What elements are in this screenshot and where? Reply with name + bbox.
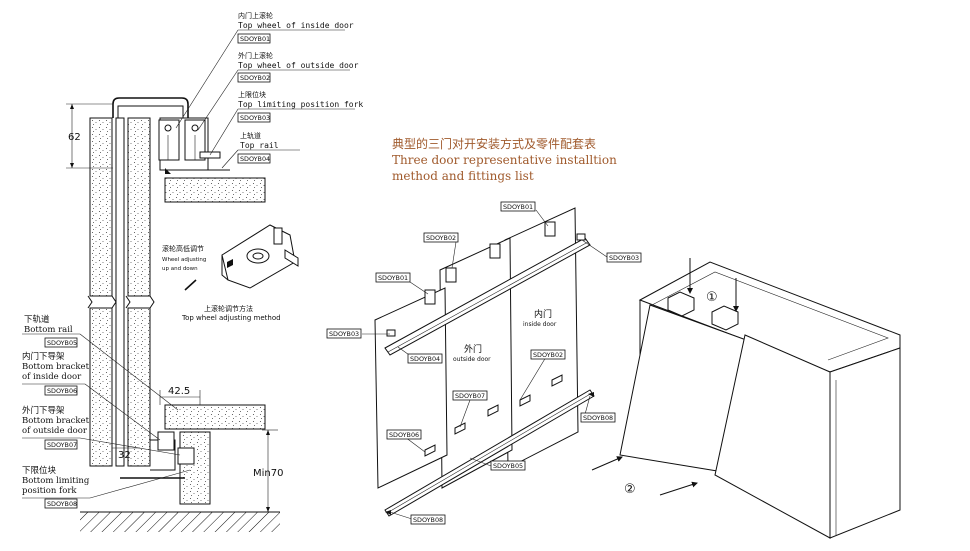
- diagram-title: 典型的三门对开安装方式及零件配套表 Three door representat…: [392, 136, 617, 183]
- exploded-doors-drawing: 外门 outside door 内门 inside door: [362, 207, 608, 520]
- front-door-panel: [374, 287, 448, 489]
- svg-text:上轨道: 上轨道: [240, 131, 261, 140]
- svg-text:SDOYB08: SDOYB08: [413, 516, 443, 524]
- tag-b01: SDOYB01: [500, 201, 536, 212]
- label-top-wheel-outside: 外门上滚轮 Top wheel of outside door SDOYB02: [237, 51, 359, 83]
- wheel-adjust-zh: 滚轮高低调节: [162, 244, 204, 253]
- svg-text:下轨道: 下轨道: [24, 314, 50, 325]
- wheel-adjust-en1: Wheel adjusting: [162, 257, 206, 263]
- svg-text:内门下导架: 内门下导架: [22, 351, 65, 362]
- label-bottom-bracket-outside: 外门下导架 Bottom bracket of outside door SDO…: [22, 405, 90, 450]
- label-top-rail: 上轨道 Top rail SDOYB04: [237, 131, 279, 164]
- code-tag: SDOYB05: [47, 339, 77, 347]
- svg-text:SDOYB01: SDOYB01: [378, 274, 408, 282]
- svg-text:of inside door: of inside door: [22, 372, 82, 382]
- tag-b08b: SDOYB08: [410, 514, 446, 525]
- svg-text:Top rail: Top rail: [240, 141, 279, 150]
- floor-hatch: [80, 512, 280, 532]
- svg-text:SDOYB03: SDOYB03: [329, 330, 359, 338]
- svg-text:SDOYB07: SDOYB07: [455, 392, 485, 400]
- title-en-line1: Three door representative installtion: [392, 153, 617, 167]
- svg-text:SDOYB01: SDOYB01: [503, 203, 533, 211]
- tag-b07: SDOYB07: [452, 390, 488, 401]
- outside-door-label-en: outside door: [453, 356, 491, 363]
- inside-door-label-en: inside door: [523, 321, 557, 328]
- wheel-adjust-detail: 滚轮高低调节 Wheel adjusting up and down 上滚轮调节…: [162, 224, 299, 322]
- code-tag: SDOYB06: [47, 387, 77, 395]
- tag-b04: SDOYB04: [407, 353, 443, 364]
- svg-text:Top wheel of inside door: Top wheel of inside door: [238, 21, 354, 30]
- svg-text:SDOYB06: SDOYB06: [389, 431, 419, 439]
- inside-door-label-zh: 内门: [534, 308, 552, 320]
- tag-b02b: SDOYB02: [530, 349, 566, 360]
- svg-text:SDOYB03: SDOYB03: [609, 254, 639, 262]
- svg-text:Bottom bracket: Bottom bracket: [22, 362, 90, 372]
- label-top-wheel-inside: 内门上滚轮 Top wheel of inside door SDOYB01: [237, 11, 354, 44]
- svg-text:SDOYB08: SDOYB08: [583, 414, 613, 422]
- top-rail-profile: [112, 97, 189, 118]
- label-bottom-limiting: 下限位块 Bottom limiting position fork SDOYB…: [22, 465, 90, 509]
- wheel-adjust-method-en: Top wheel adjusting method: [181, 314, 281, 322]
- svg-text:SDOYB02: SDOYB02: [533, 351, 563, 359]
- tag-b06: SDOYB06: [386, 429, 422, 440]
- outside-door-panel: [89, 117, 113, 297]
- dim-32: 32: [118, 450, 131, 461]
- cross-section-drawing: 62 42.5 32 Min70: [22, 29, 355, 532]
- tag-b08r: SDOYB08: [580, 412, 616, 423]
- label-bottom-bracket-inside: 内门下导架 Bottom bracket of inside door SDOY…: [22, 351, 90, 396]
- cabinet-door-second: [714, 334, 831, 539]
- tag-b02: SDOYB02: [423, 232, 459, 243]
- code-tag: SDOYB03: [240, 114, 270, 122]
- svg-text:SDOYB02: SDOYB02: [426, 234, 456, 242]
- code-tag: SDOYB08: [47, 500, 77, 508]
- code-tag: SDOYB02: [240, 74, 270, 82]
- step-1-marker: ①: [706, 290, 718, 305]
- svg-text:SDOYB04: SDOYB04: [410, 355, 440, 363]
- svg-text:of outside door: of outside door: [22, 426, 88, 436]
- label-top-limiting: 上限位块 Top limiting position fork SDOYB03: [237, 90, 363, 123]
- tag-b03: SDOYB03: [326, 328, 362, 339]
- title-en-line2: method and fittings list: [392, 169, 534, 183]
- svg-text:Top wheel of outside door: Top wheel of outside door: [238, 61, 359, 70]
- svg-text:Top limiting position fork: Top limiting position fork: [238, 100, 363, 109]
- svg-text:外门下导架: 外门下导架: [22, 405, 65, 416]
- svg-text:Bottom limiting: Bottom limiting: [22, 476, 90, 486]
- inside-door-panel: [127, 117, 151, 297]
- dim-min70: Min70: [253, 468, 283, 479]
- dim-62: 62: [68, 132, 81, 143]
- svg-text:下限位块: 下限位块: [22, 465, 57, 476]
- code-tag: SDOYB07: [47, 441, 77, 449]
- code-tag: SDOYB04: [240, 155, 270, 163]
- svg-text:SDOYB05: SDOYB05: [493, 462, 523, 470]
- step-2-marker: ②: [624, 482, 636, 497]
- code-tag: SDOYB01: [240, 35, 270, 43]
- bottom-shelf: [164, 404, 266, 430]
- cabinet-drawing: ① ②: [591, 258, 901, 539]
- svg-text:内门上滚轮: 内门上滚轮: [238, 11, 273, 20]
- wheel-adjust-method-zh: 上滚轮调节方法: [204, 304, 253, 313]
- wheel-adjust-en2: up and down: [162, 266, 198, 272]
- svg-text:上限位块: 上限位块: [238, 90, 266, 99]
- title-zh: 典型的三门对开安装方式及零件配套表: [392, 136, 596, 151]
- svg-text:外门上滚轮: 外门上滚轮: [238, 51, 273, 60]
- dim-42-5: 42.5: [168, 386, 190, 397]
- tag-b03r: SDOYB03: [606, 252, 642, 263]
- svg-text:Bottom rail: Bottom rail: [24, 325, 73, 335]
- tag-b01b: SDOYB01: [375, 272, 411, 283]
- svg-text:position fork: position fork: [22, 486, 77, 496]
- tag-b05: SDOYB05: [490, 460, 526, 471]
- inside-door-back: [504, 207, 579, 469]
- cabinet-right-side: [829, 347, 901, 539]
- ceiling-slab: [164, 177, 266, 203]
- outside-door-label-zh: 外门: [464, 343, 482, 355]
- svg-text:Bottom bracket: Bottom bracket: [22, 416, 90, 426]
- label-bottom-rail: 下轨道 Bottom rail SDOYB05: [24, 314, 78, 348]
